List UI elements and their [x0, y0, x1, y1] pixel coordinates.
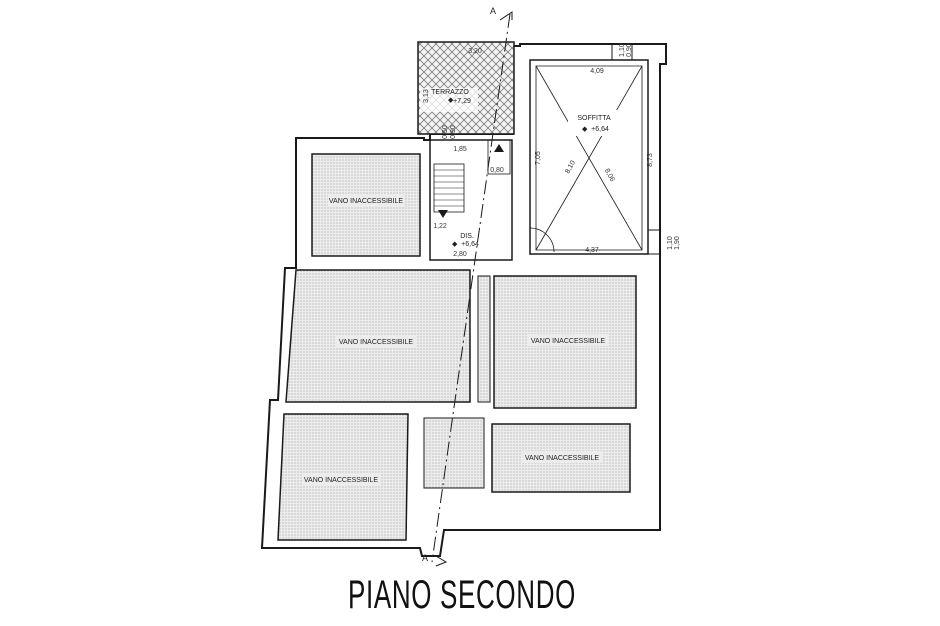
soffitta-diagonal-2: [535, 65, 643, 251]
dis-level: +6,64: [461, 241, 479, 248]
dim-side-offset-b: 1,90: [674, 236, 681, 250]
door-swing: [529, 227, 555, 253]
dim-stair-landing: 0,80: [490, 167, 504, 174]
dim-dis-width: 2,80: [453, 251, 467, 258]
soffitta-label: SOFFITTA: [577, 115, 611, 122]
stairwell: [429, 139, 513, 261]
section-arrow-top-icon: [499, 11, 513, 21]
terrazzo-level: +7,29: [453, 98, 471, 105]
vano-3-label: VANO INACCESSIBILE: [531, 338, 606, 345]
page-title: PIANO SECONDO: [348, 573, 576, 617]
corridor-area: [423, 417, 485, 489]
dim-terrazzo-small: 0,90: [450, 125, 457, 139]
dim-terrazzo-height: 3,13: [423, 89, 430, 103]
dim-stair-depth: 1,22: [433, 223, 447, 230]
section-marker-top: A: [490, 6, 496, 16]
vano-2-label: VANO INACCESSIBILE: [339, 339, 414, 346]
dim-soffitta-right: 8,73: [647, 153, 654, 167]
dim-soffitta-top: 4,09: [590, 68, 604, 75]
section-line: [431, 11, 513, 567]
dim-terrazzo-width: 3,20: [468, 48, 482, 55]
dim-side-offset-a: 1,10: [667, 236, 674, 250]
vano-5-label: VANO INACCESSIBILE: [525, 455, 600, 462]
dim-terrazzo-small-2: 0,50: [442, 125, 449, 139]
dim-soffitta-diag-2: 8,06: [603, 168, 616, 183]
level-marker-icon: ◆: [448, 97, 454, 104]
dim-soffitta-bottom: 4,37: [585, 247, 599, 254]
vano-4-label: VANO INACCESSIBILE: [304, 477, 379, 484]
section-marker-bottom: A: [422, 553, 428, 563]
soffitta-level: +6,64: [591, 126, 609, 133]
dim-stair-width: 1,85: [453, 146, 467, 153]
dim-soffitta-left: 7,05: [535, 151, 542, 165]
level-marker-icon: ◆: [452, 241, 458, 248]
terrazzo: TERRAZZO +7,29 ◆ 3,20 3,13 0,90 0,50: [417, 41, 515, 139]
dim-top-offset-a: 1,10: [619, 43, 626, 57]
dis-label: DIS.: [460, 233, 474, 240]
dim-top-offset-b: 0,90: [626, 43, 633, 57]
dim-soffitta-diag-1: 8,10: [564, 160, 577, 175]
level-marker-icon: ◆: [582, 126, 588, 133]
stair-up-arrow-icon: [494, 144, 504, 152]
stair-down-arrow-icon: [438, 210, 448, 218]
terrazzo-label: TERRAZZO: [431, 89, 469, 96]
soffitta: [529, 43, 661, 255]
vano-1-label: VANO INACCESSIBILE: [329, 198, 404, 205]
section-arrow-bottom-icon: [435, 555, 448, 567]
